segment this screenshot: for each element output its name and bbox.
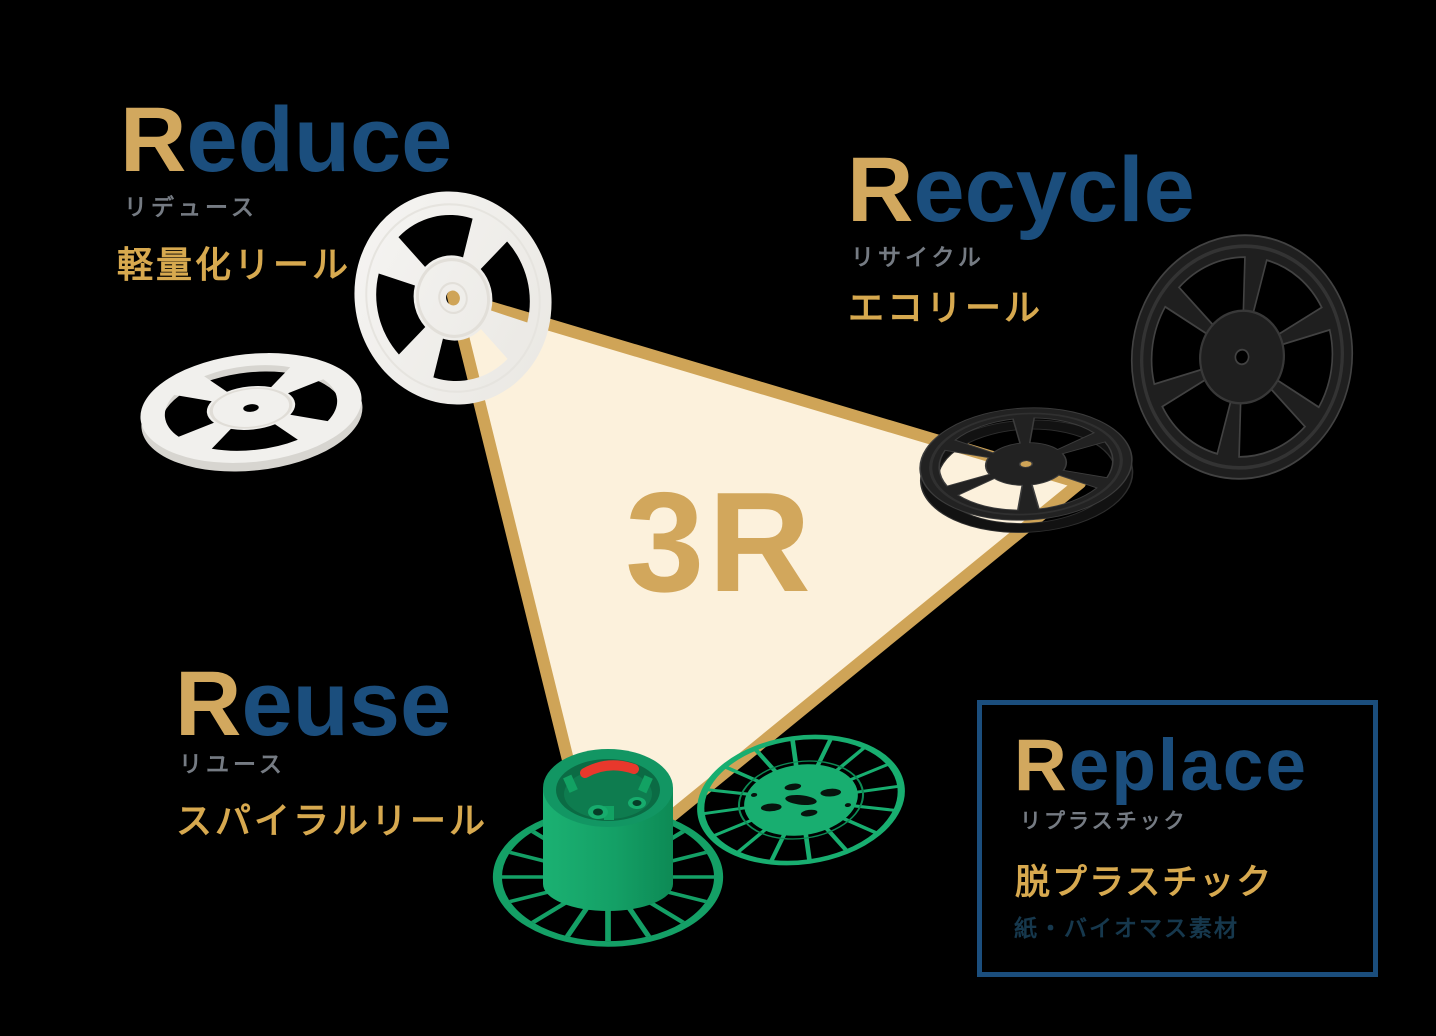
replace-product: 脱プラスチック bbox=[1015, 863, 1274, 902]
replace-note: 紙・バイオマス素材 bbox=[1014, 915, 1239, 941]
green-spool-drum-icon bbox=[543, 749, 673, 911]
3r-triangle bbox=[447, 290, 1086, 883]
recycle-product: エコリール bbox=[848, 287, 1044, 328]
replace-heading: Replace bbox=[1014, 729, 1308, 802]
green-disc-icon bbox=[697, 734, 905, 866]
red-tape bbox=[580, 760, 639, 778]
reduce-heading: Reduce bbox=[120, 94, 452, 186]
replace-box: Replace リプラスチック 脱プラスチック 紙・バイオマス素材 bbox=[977, 700, 1378, 977]
recycle-heading: Recycle bbox=[847, 144, 1195, 236]
reduce-heading-rest: educe bbox=[186, 89, 453, 191]
black-reel-small-icon bbox=[919, 407, 1134, 533]
reduce-product: 軽量化リール bbox=[117, 244, 352, 285]
reuse-heading: Reuse bbox=[175, 658, 451, 750]
recycle-heading-rest: ecycle bbox=[913, 139, 1195, 241]
reduce-heading-initial: R bbox=[120, 89, 187, 191]
reuse-heading-rest: euse bbox=[241, 653, 452, 755]
replace-heading-initial: R bbox=[1014, 725, 1069, 806]
white-reel-large-icon bbox=[354, 191, 552, 405]
replace-heading-rest: eplace bbox=[1068, 725, 1308, 806]
white-reel-small-icon bbox=[140, 353, 363, 472]
reuse-product: スパイラルリール bbox=[176, 800, 489, 841]
recycle-kana: リサイクル bbox=[851, 244, 985, 270]
center-3r-label: 3R bbox=[625, 463, 815, 622]
recycle-heading-initial: R bbox=[847, 139, 914, 241]
black-reel-large-icon bbox=[1130, 234, 1354, 480]
reuse-heading-initial: R bbox=[175, 653, 242, 755]
replace-kana: リプラスチック bbox=[1020, 810, 1188, 833]
reduce-kana: リデュース bbox=[124, 194, 258, 220]
reuse-kana: リユース bbox=[179, 751, 286, 777]
